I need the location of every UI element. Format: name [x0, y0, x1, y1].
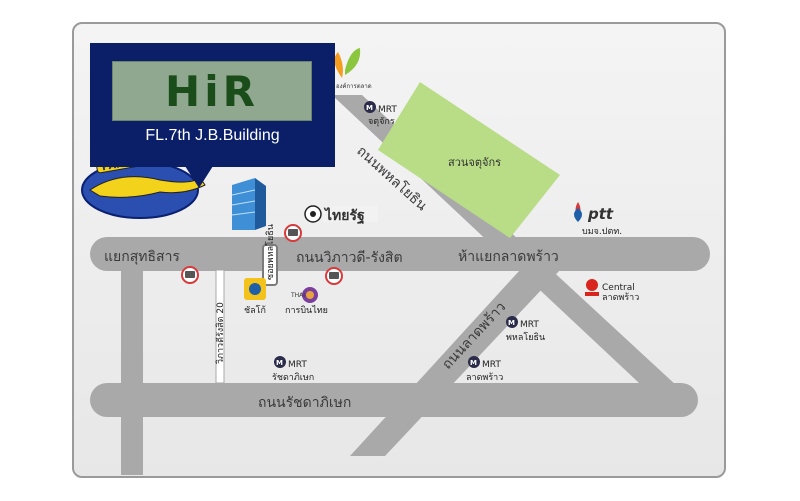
label-sutthisan: แยกสุทธิสาร — [104, 249, 180, 265]
header-title: FL.7th J.B.Building — [145, 127, 280, 144]
mrt-ratchada-bottom: รัชดาภิเษก — [272, 372, 314, 383]
label-vibhavadi: ถนนวิภาวดี-รังสิต — [296, 250, 403, 266]
leaf-logo-icon: องค์การตลาด — [334, 48, 372, 90]
central-logo-icon: Central ลาดพร้าว — [585, 279, 639, 303]
mrt-phahonyothin: M MRT พหลโยธิน — [506, 316, 545, 343]
sahasin-label: ชัลโก้ — [244, 305, 266, 316]
road-ladprao — [350, 270, 560, 456]
mrt-ladprao: M MRT ลาดพร้าว — [466, 356, 503, 383]
mrt-ladprao-bottom: ลาดพร้าว — [466, 372, 503, 383]
mrt-ladprao-top: MRT — [482, 360, 501, 370]
mrt-chatuchak-bottom: จตุจักร — [368, 117, 395, 127]
road-side — [262, 244, 278, 286]
label-side-road: ซอยพหลโยธิน — [265, 224, 276, 280]
building-icon — [231, 178, 266, 230]
park-chatuchak — [378, 82, 560, 238]
mrt-chatuchak: M MRT จตุจักร — [364, 101, 397, 127]
thairath-logo-icon: ไทยรัฐ — [304, 205, 378, 225]
mrt-phahonyothin-top: MRT — [520, 320, 539, 330]
bus-stop-icon — [181, 266, 199, 284]
label-soi-20: วิภาวดีรังสิต 20 — [215, 302, 226, 364]
hir-logo: HiR — [112, 61, 312, 121]
svg-text:M: M — [508, 319, 515, 327]
ptt-sub-label: บมจ.ปตท. — [582, 227, 622, 237]
thai-small-label: THAI — [290, 292, 305, 299]
thairath-label: ไทยรัฐ — [323, 206, 365, 225]
company-header: HiR FL.7th J.B.Building — [90, 43, 335, 167]
thai-airways-label: การบินไทย — [285, 305, 328, 316]
mrt-chatuchak-top: MRT — [378, 105, 397, 115]
mrt-ratchadaphisek: M MRT รัชดาภิเษก — [272, 356, 314, 383]
road-soi-vibhavadi-20 — [215, 269, 225, 384]
svg-text:M: M — [470, 359, 477, 367]
central-label: Central — [602, 283, 635, 293]
ptt-label: ptt — [587, 205, 614, 223]
bus-stop-icon — [325, 267, 343, 285]
road-vibhavadi — [90, 237, 710, 271]
hir-logo-text: HiR — [165, 66, 259, 116]
road-left-vertical — [121, 255, 143, 475]
svg-text:M: M — [366, 104, 373, 112]
label-ratchadaphisek: ถนนรัชดาภิเษก — [258, 395, 351, 411]
sahasin-logo-icon: ชัลโก้ — [244, 278, 266, 316]
mrt-phahonyothin-bottom: พหลโยธิน — [506, 332, 545, 343]
label-ladprao-junction: ห้าแยกลาดพร้าว — [458, 249, 559, 265]
bus-stop-icon — [284, 224, 302, 242]
svg-text:M: M — [276, 359, 283, 367]
ptt-logo-icon: ptt บมจ.ปตท. — [574, 202, 622, 237]
central-sub-label: ลาดพร้าว — [602, 292, 639, 303]
mrt-ratchada-top: MRT — [288, 360, 307, 370]
road-ratchadaphisek — [90, 383, 698, 417]
thai-airways-logo-icon: THAI การบินไทย — [285, 287, 328, 316]
callout-pointer — [185, 166, 213, 188]
leaf-label: องค์การตลาด — [336, 82, 372, 90]
park-label: สวนจตุจักร — [448, 156, 501, 169]
